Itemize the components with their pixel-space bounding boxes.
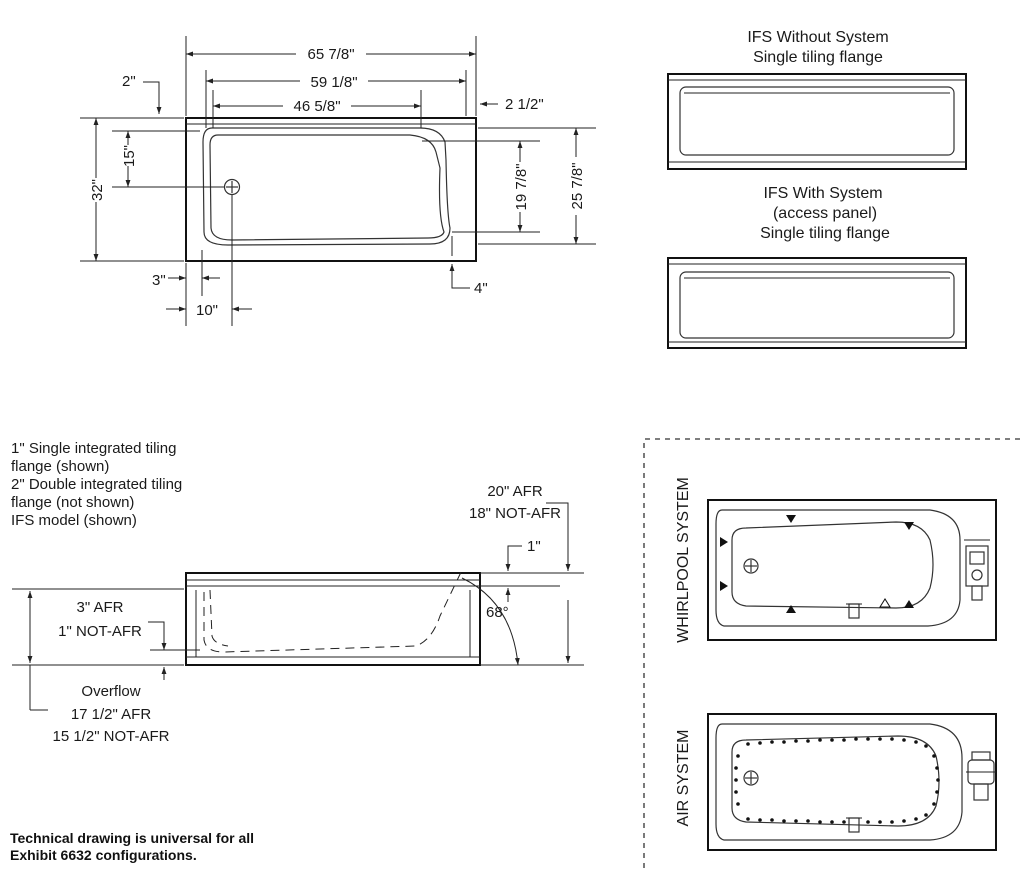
flange-height: 1": [527, 538, 541, 555]
top-view: 65 7/8" 59 1/8" 46 5/8" 2" 2 1/2" 15" 32…: [80, 36, 596, 326]
side-view: 1" Single integrated tiling flange (show…: [11, 440, 584, 745]
ifs-without-system: IFS Without System Single tiling flange: [667, 29, 967, 170]
jet-icon: [786, 605, 796, 613]
ifs-without-title: IFS Without System: [747, 29, 888, 46]
dim-inner-length: 59 1/8": [310, 74, 357, 91]
dim-drain-offset-x: 10": [196, 302, 218, 319]
tub-side-outline: [185, 572, 481, 666]
dim-overall-width: 32": [89, 179, 106, 201]
whirlpool-tub: [707, 499, 997, 641]
systems-panel: WHIRLPOOL SYSTEM AIR SYSTEM: [643, 438, 1020, 871]
tub-basin-top: [202, 127, 451, 246]
ifs-with-subtitle: (access panel): [773, 205, 877, 222]
overflow-afr: 17 1/2" AFR: [71, 706, 152, 723]
dim-bottom-width: 19 7/8": [513, 163, 530, 210]
jet-icon: [720, 537, 728, 547]
ifs-with-subtitle-2: Single tiling flange: [760, 225, 890, 242]
drain-icon: [743, 770, 759, 786]
drain-icon: [743, 558, 759, 574]
overflow-label: Overflow: [81, 683, 140, 700]
overflow-not-afr: 15 1/2" NOT-AFR: [52, 728, 169, 745]
floor-afr: 3" AFR: [76, 599, 123, 616]
dim-right-margin: 2 1/2": [505, 96, 544, 113]
dim-flange-front: 4": [474, 280, 488, 297]
floor-not-afr: 1" NOT-AFR: [58, 623, 142, 640]
dim-flange-left: 3": [152, 272, 166, 289]
slope-angle: 68°: [486, 604, 509, 621]
ifs-with-system: IFS With System (access panel) Single ti…: [667, 185, 967, 349]
air-jets: [734, 737, 940, 824]
footer-note-line1: Technical drawing is universal for all: [10, 830, 254, 846]
jet-icon: [904, 522, 914, 530]
tub-outline-top: [185, 117, 477, 262]
jet-icon: [720, 581, 728, 591]
ifs-without-subtitle: Single tiling flange: [753, 49, 883, 66]
jet-icon: [786, 515, 796, 523]
height-afr: 20" AFR: [487, 483, 543, 500]
flange-note-2: flange (shown): [11, 458, 109, 475]
dim-drain-offset-y: 15": [121, 145, 138, 167]
dim-overall-length: 65 7/8": [307, 46, 354, 63]
dim-bottom-length: 46 5/8": [293, 98, 340, 115]
valve-icon: [846, 817, 862, 833]
jet-icon: [904, 600, 914, 608]
valve-icon: [846, 603, 862, 619]
flange-note-4: flange (not shown): [11, 494, 134, 511]
flange-note-1: 1" Single integrated tiling: [11, 440, 176, 457]
blower-icon: [966, 751, 996, 801]
whirlpool-system-label: WHIRLPOOL SYSTEM: [675, 477, 692, 643]
dim-left-margin: 2": [122, 73, 136, 90]
flange-note-3: 2" Double integrated tiling: [11, 476, 182, 493]
height-not-afr: 18" NOT-AFR: [469, 505, 561, 522]
footer-note-line2: Exhibit 6632 configurations.: [10, 847, 197, 863]
ifs-with-title: IFS With System: [763, 185, 882, 202]
suction-icon: [879, 598, 891, 608]
systems-panel-border: [643, 438, 1020, 871]
air-system-label: AIR SYSTEM: [675, 730, 692, 827]
air-tub: [707, 713, 997, 851]
flange-note-5: IFS model (shown): [11, 512, 137, 529]
dim-inner-width: 25 7/8": [569, 162, 586, 209]
pump-icon: [964, 539, 990, 601]
drain-icon: [223, 178, 241, 196]
